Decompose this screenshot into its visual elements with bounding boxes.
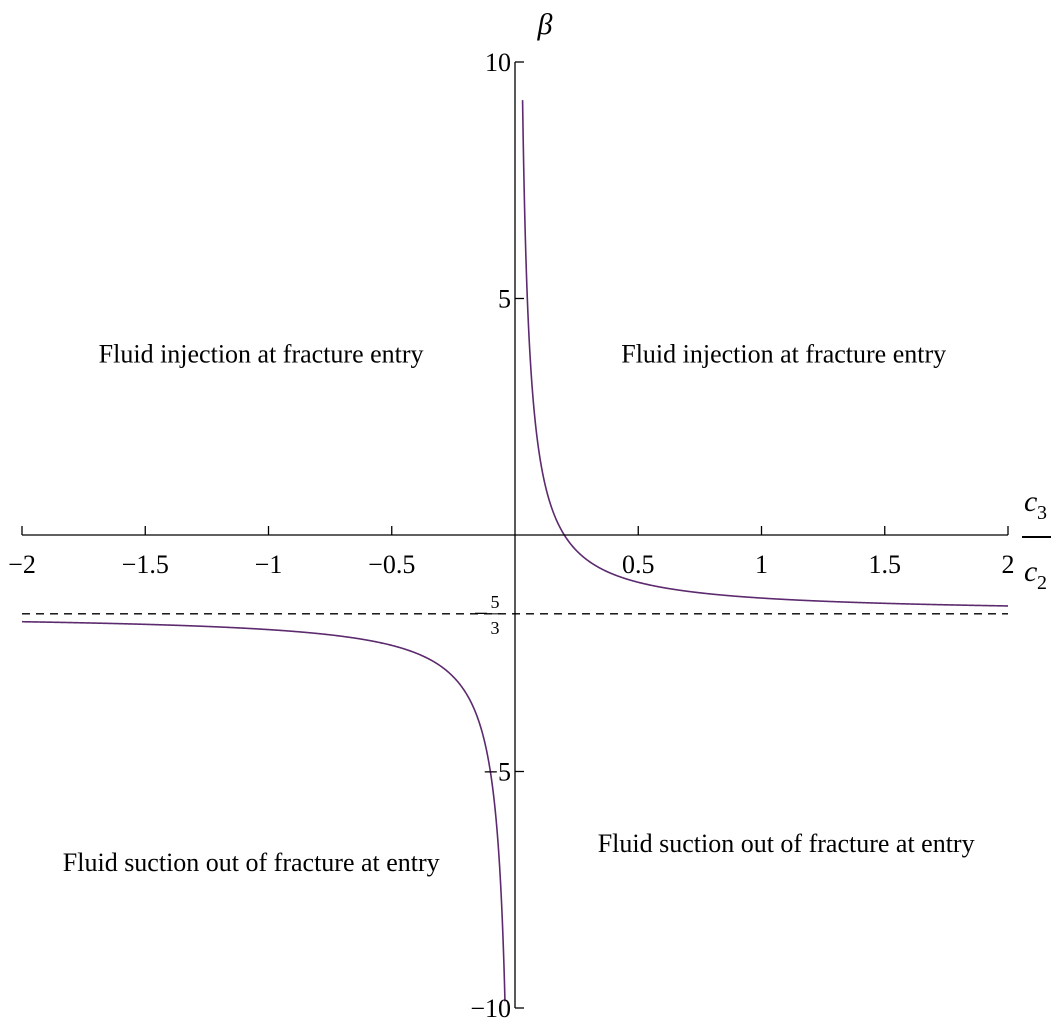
y-tick-label: −10 xyxy=(470,994,511,1023)
x-tick-label: 1.5 xyxy=(869,550,902,579)
x-tick-label: −1 xyxy=(255,550,283,579)
y-axis-label: β xyxy=(537,8,553,41)
region-annotation: Fluid suction out of fracture at entry xyxy=(63,848,440,877)
x-tick-label: 2 xyxy=(1002,550,1015,579)
x-tick-label: 1 xyxy=(755,550,768,579)
x-axis-label-denominator: c xyxy=(1024,555,1037,588)
curve-layer xyxy=(21,100,1009,1002)
y-tick-label: −5 xyxy=(483,758,511,787)
asymptote-label-numerator: 5 xyxy=(491,592,500,612)
x-axis-label-numerator-sub: 3 xyxy=(1037,502,1047,524)
x-tick-label: −2 xyxy=(8,550,36,579)
region-annotation: Fluid injection at fracture entry xyxy=(99,339,424,368)
region-annotation: Fluid injection at fracture entry xyxy=(621,339,946,368)
asymptote-label: − 5 3 xyxy=(474,592,501,638)
axes-layer xyxy=(22,62,1008,1008)
x-axis-label: c 3 c 2 xyxy=(1022,485,1051,594)
x-axis-label-numerator: c xyxy=(1024,485,1037,518)
x-tick-label: 0.5 xyxy=(622,550,655,579)
curve-branch-negative xyxy=(21,620,506,1002)
curve-branch-positive xyxy=(521,100,1009,607)
asymptote-label-sign: − xyxy=(474,599,489,628)
y-tick-label: 10 xyxy=(485,48,511,77)
x-tick-label: −0.5 xyxy=(368,550,415,579)
asymptote-label-denominator: 3 xyxy=(491,618,500,638)
y-tick-label: 5 xyxy=(498,285,511,314)
annotations-layer: Fluid injection at fracture entry Fluid i… xyxy=(63,339,975,876)
x-tick-label: −1.5 xyxy=(122,550,169,579)
region-annotation: Fluid suction out of fracture at entry xyxy=(598,829,975,858)
x-axis-label-denominator-sub: 2 xyxy=(1037,572,1047,594)
